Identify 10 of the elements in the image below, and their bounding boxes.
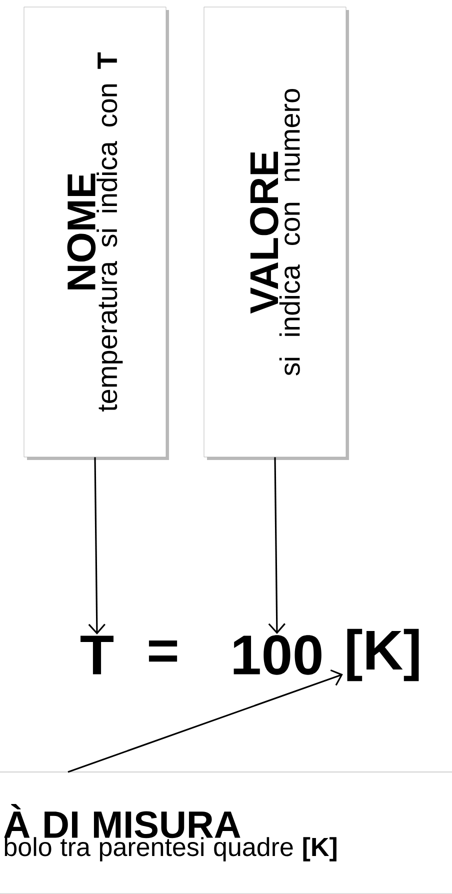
equals-sign: = <box>148 640 178 662</box>
text-box: NOME temperatura si indica con T <box>24 6 169 460</box>
text-box: VALORE si indica con numero <box>204 6 349 460</box>
text-band: À DI MISURA bolo tra parentesi quadre [K] <box>0 772 452 894</box>
arrow <box>268 457 286 634</box>
formula-symbol: T <box>80 636 114 674</box>
arrow <box>88 457 106 635</box>
formula-symbol: 100 <box>234 635 322 675</box>
formula-symbol: [K] <box>347 628 419 682</box>
arrow <box>68 669 343 773</box>
